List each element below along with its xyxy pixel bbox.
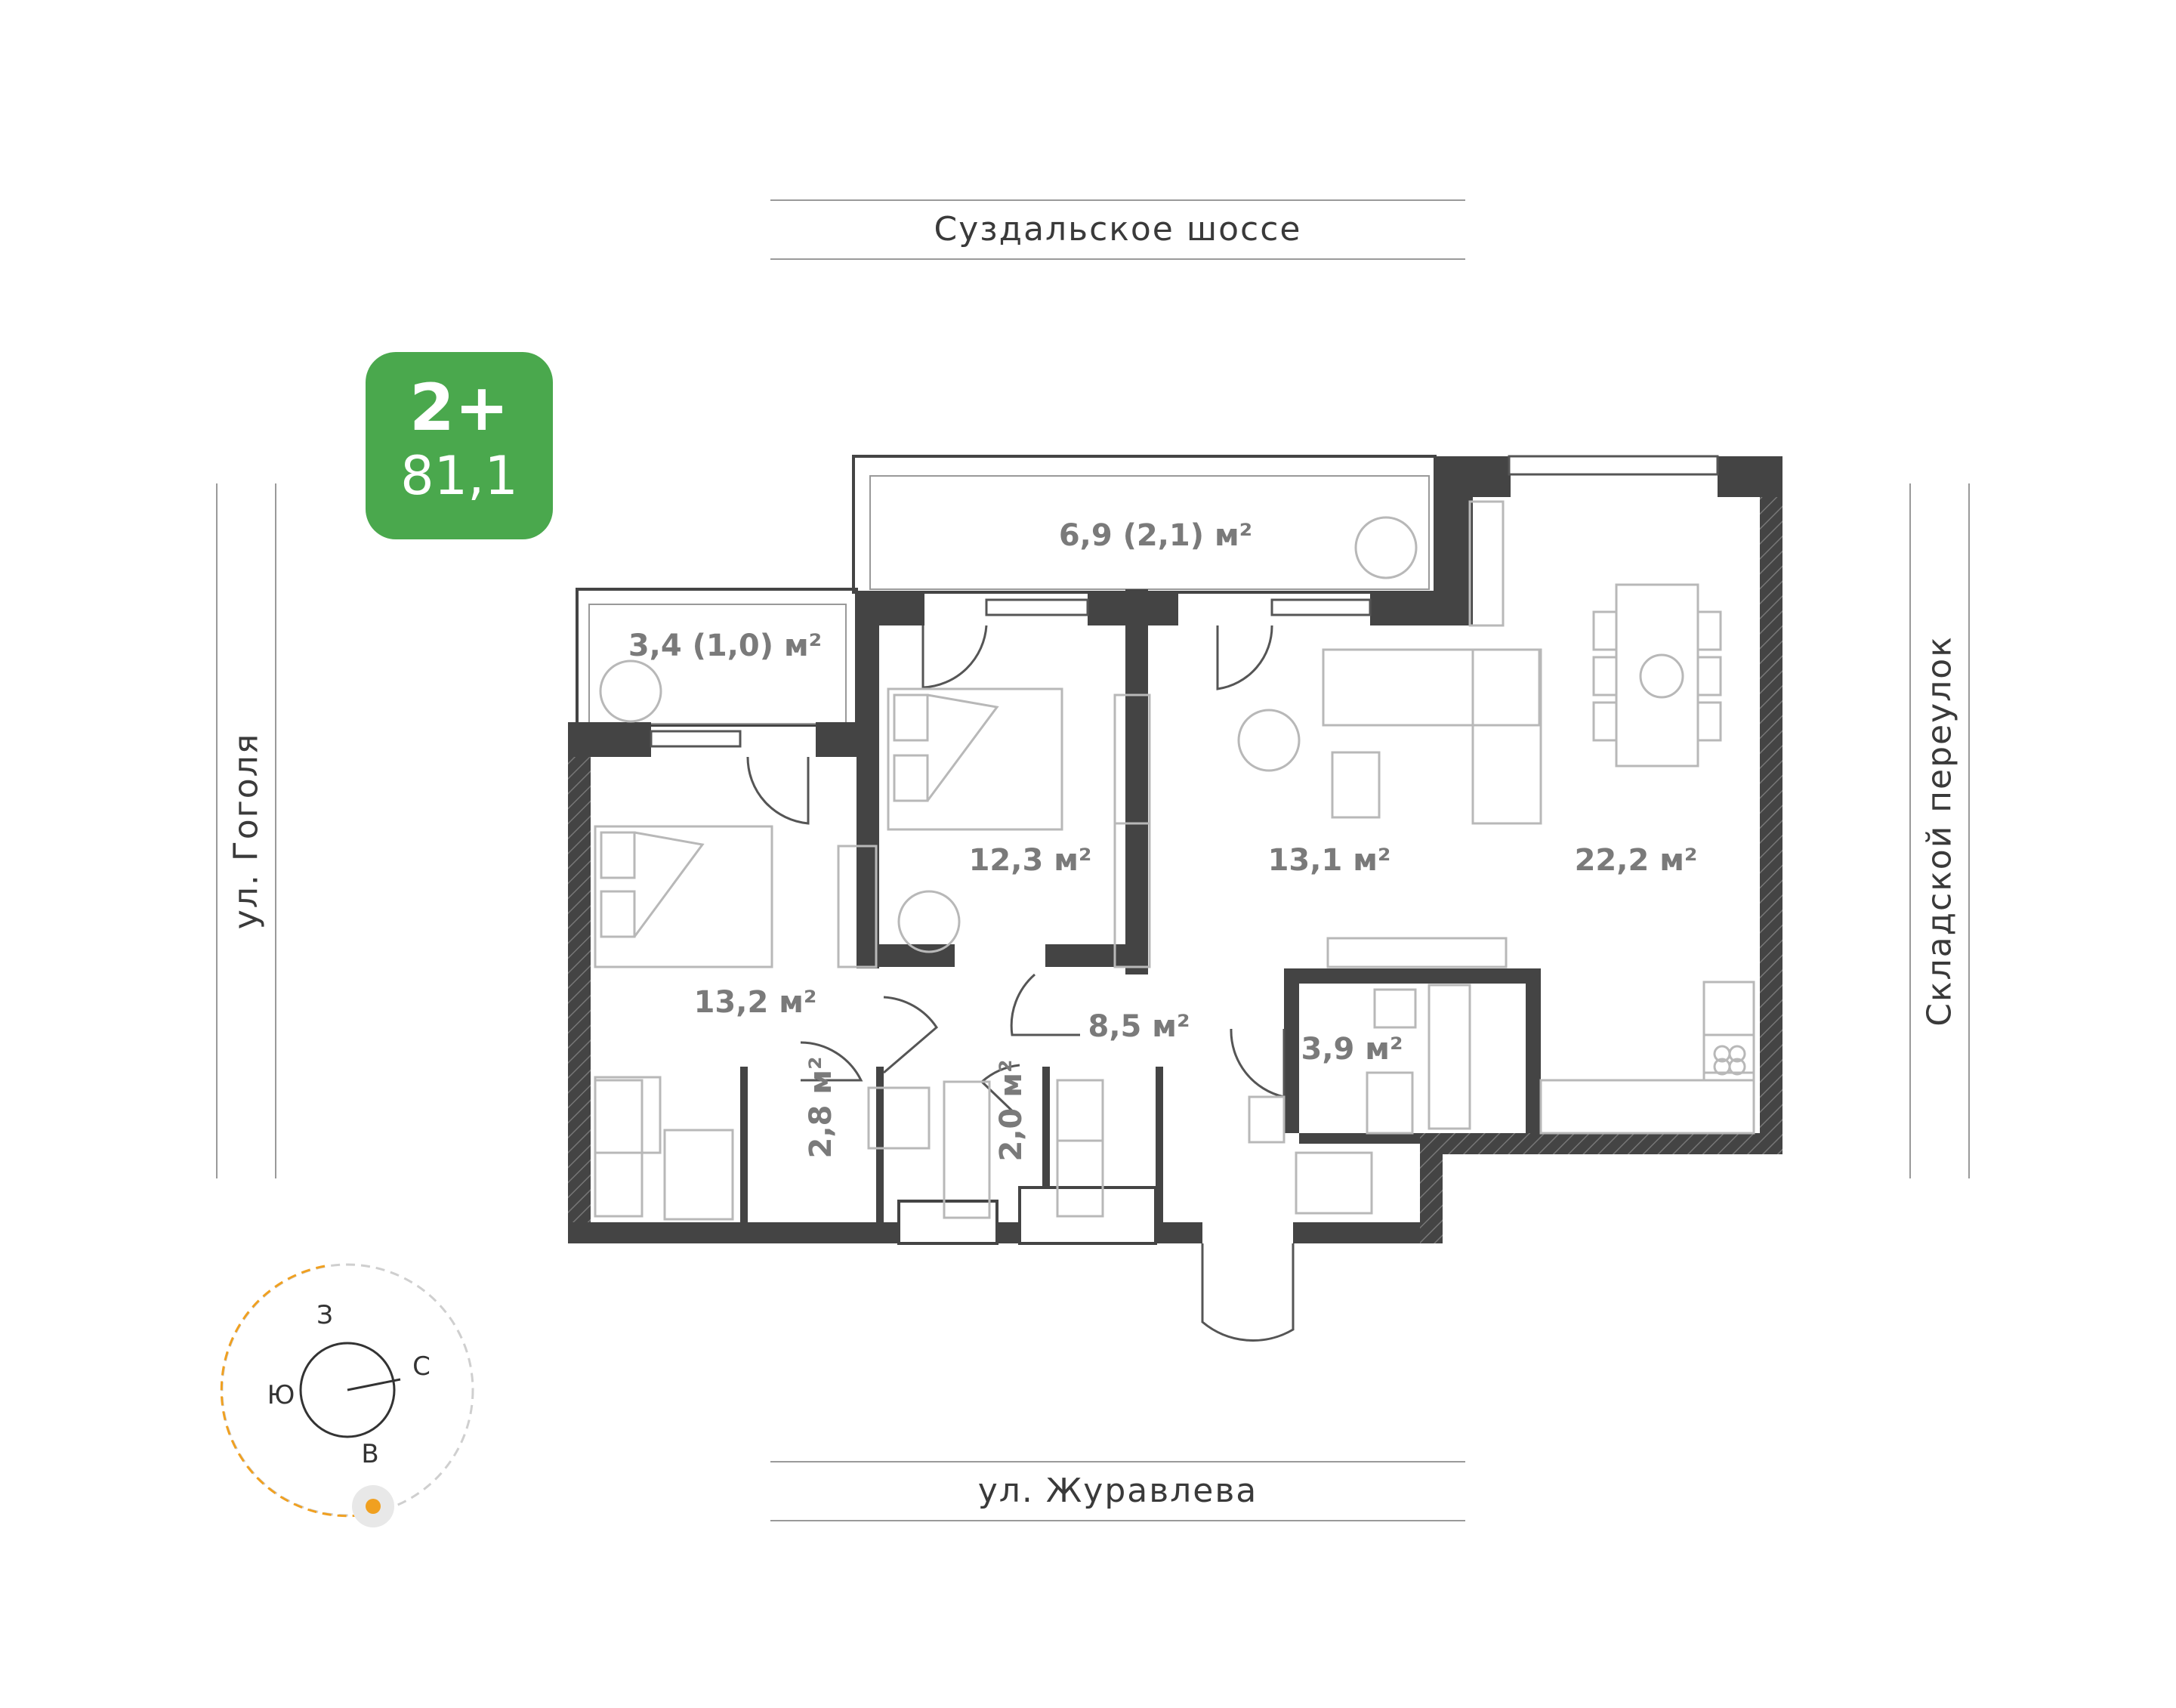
label-bedroom-2: 12,3 м²	[969, 843, 1092, 878]
label-bathroom-3: 3,9 м²	[1301, 1032, 1403, 1067]
street-left: ул. Гоголя	[216, 483, 276, 1178]
apartment-type: 2+	[409, 370, 509, 446]
windows	[650, 455, 1719, 748]
label-bedroom-1: 13,2 м²	[694, 985, 817, 1020]
label-kitchen-living: 22,2 м²	[1575, 843, 1698, 878]
street-bottom-label: ул. Журавлева	[977, 1472, 1258, 1510]
label-balcony-small: 3,4 (1,0) м²	[628, 629, 822, 663]
street-bottom: ул. Журавлева	[770, 1461, 1465, 1521]
compass-south: Ю	[267, 1380, 295, 1410]
compass: З С Ю В	[220, 1263, 474, 1527]
apartment-badge: 2+ 81,1	[366, 352, 553, 539]
walls	[568, 456, 1782, 1245]
label-living: 13,1 м²	[1268, 843, 1391, 878]
label-hall: 8,5 м²	[1088, 1009, 1190, 1044]
label-bathroom-2: 2,0 м²	[994, 1060, 1029, 1162]
furniture	[594, 500, 1755, 1221]
label-balcony-large: 6,9 (2,1) м²	[1059, 518, 1252, 553]
street-top-label: Суздальское шоссе	[934, 210, 1302, 249]
compass-east: В	[361, 1439, 378, 1469]
apartment-area: 81,1	[400, 445, 518, 507]
compass-north: С	[412, 1351, 431, 1382]
street-right: Складской переулок	[1909, 483, 1970, 1178]
label-bathroom-1: 2,8 м²	[804, 1057, 838, 1159]
compass-west: З	[316, 1300, 333, 1330]
street-top: Суздальское шоссе	[770, 199, 1465, 260]
